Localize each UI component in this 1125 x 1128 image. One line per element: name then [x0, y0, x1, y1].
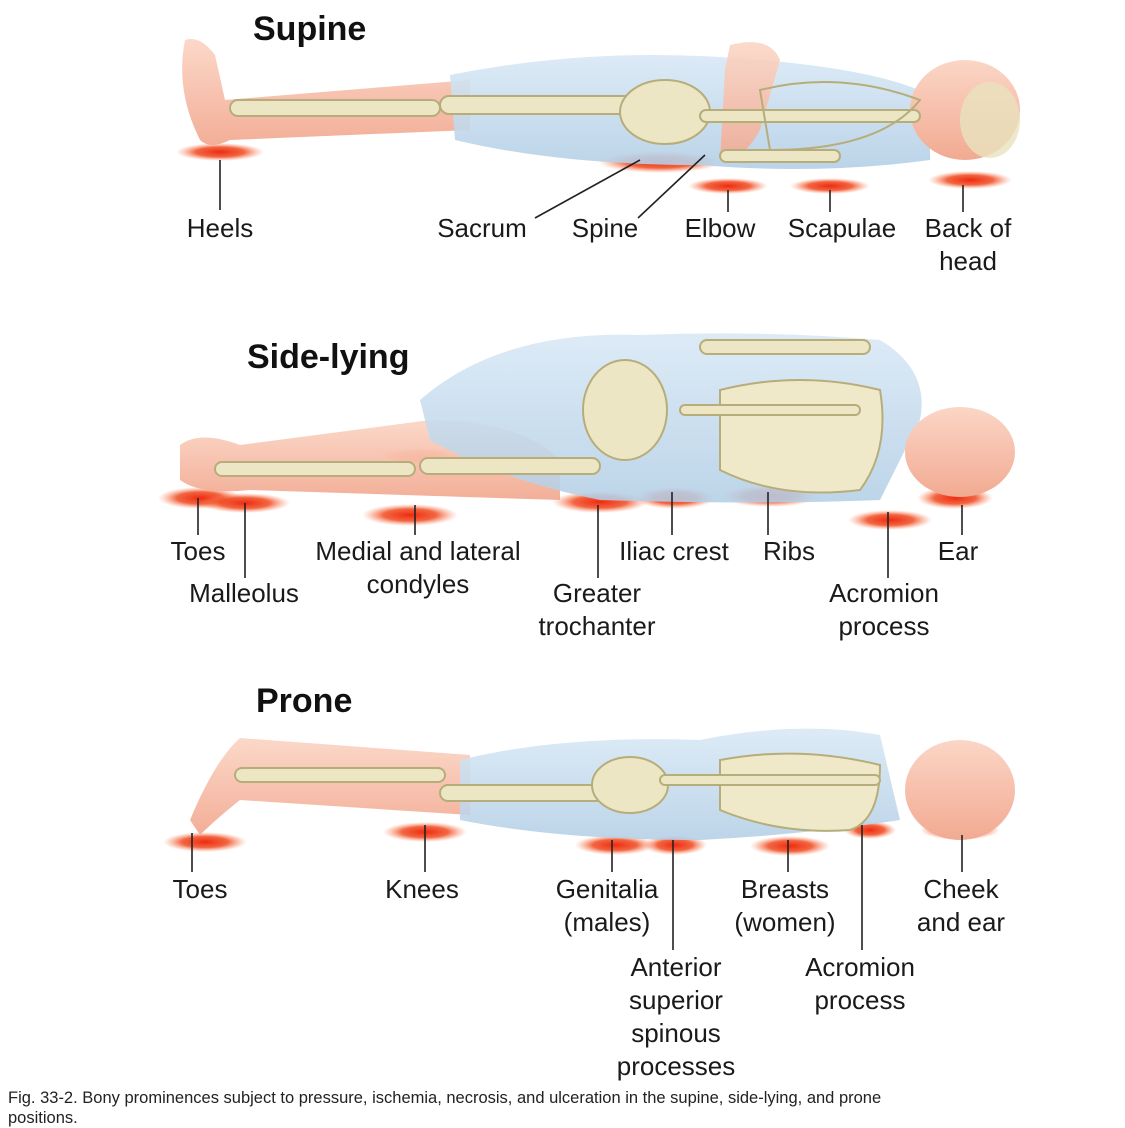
- supine-figure: [176, 39, 1020, 194]
- figure-caption: Fig. 33-2. Bony prominences subject to p…: [8, 1089, 882, 1127]
- label-iliac-crest: Iliac crest: [619, 536, 729, 566]
- prone-head: [905, 740, 1015, 840]
- acromion-pressure: [848, 510, 932, 530]
- label-cheek-and-ear: Cheek and ear: [916, 874, 1006, 937]
- label-anterior-superior-spinous: Anterior superior spinous processes: [616, 952, 736, 1081]
- leader-lines: [191, 154, 964, 950]
- label-knees: Knees: [385, 874, 459, 904]
- side-lying-title: Side-lying: [247, 338, 410, 376]
- label-ribs: Ribs: [762, 536, 816, 566]
- label-prone-acromion-process: Acromion process: [805, 952, 915, 1015]
- label-ear: Ear: [937, 536, 979, 566]
- side-lying-figure: [158, 333, 1015, 530]
- breasts-pressure: [750, 836, 830, 856]
- elbow-pressure: [688, 178, 768, 194]
- supine-arm: [720, 42, 780, 161]
- label-back-of-head: Back of head: [924, 213, 1012, 276]
- label-genitalia: Genitalia (males): [555, 874, 659, 937]
- label-medial-lateral-condyles: Medial and lateral condyles: [315, 536, 521, 599]
- asis-pressure: [643, 835, 707, 855]
- genitalia-pressure: [575, 835, 655, 855]
- label-elbow: Elbow: [684, 213, 756, 243]
- heels-pressure: [176, 143, 264, 161]
- label-side-toes: Toes: [170, 536, 226, 566]
- scapulae-pressure: [790, 178, 870, 194]
- supine-title: Supine: [253, 10, 367, 48]
- prone-legs: [190, 738, 470, 835]
- prone-title: Prone: [256, 682, 353, 720]
- label-malleolus: Malleolus: [189, 578, 299, 608]
- prone-figure: [163, 728, 1015, 856]
- label-scapulae: Scapulae: [787, 213, 897, 243]
- label-sacrum: Sacrum: [437, 213, 527, 243]
- label-side-acromion-process: Acromion process: [829, 578, 939, 641]
- label-breasts: Breasts (women): [734, 874, 836, 937]
- prone-toes-pressure: [163, 832, 247, 852]
- label-heels: Heels: [186, 213, 254, 243]
- lower-knee-pressure: [362, 504, 458, 526]
- supine-legs: [182, 39, 470, 145]
- label-prone-toes: Toes: [172, 874, 228, 904]
- side-head: [905, 407, 1015, 497]
- label-greater-trochanter: Greater trochanter: [538, 578, 656, 641]
- head-pressure: [928, 171, 1012, 189]
- label-spine: Spine: [571, 213, 639, 243]
